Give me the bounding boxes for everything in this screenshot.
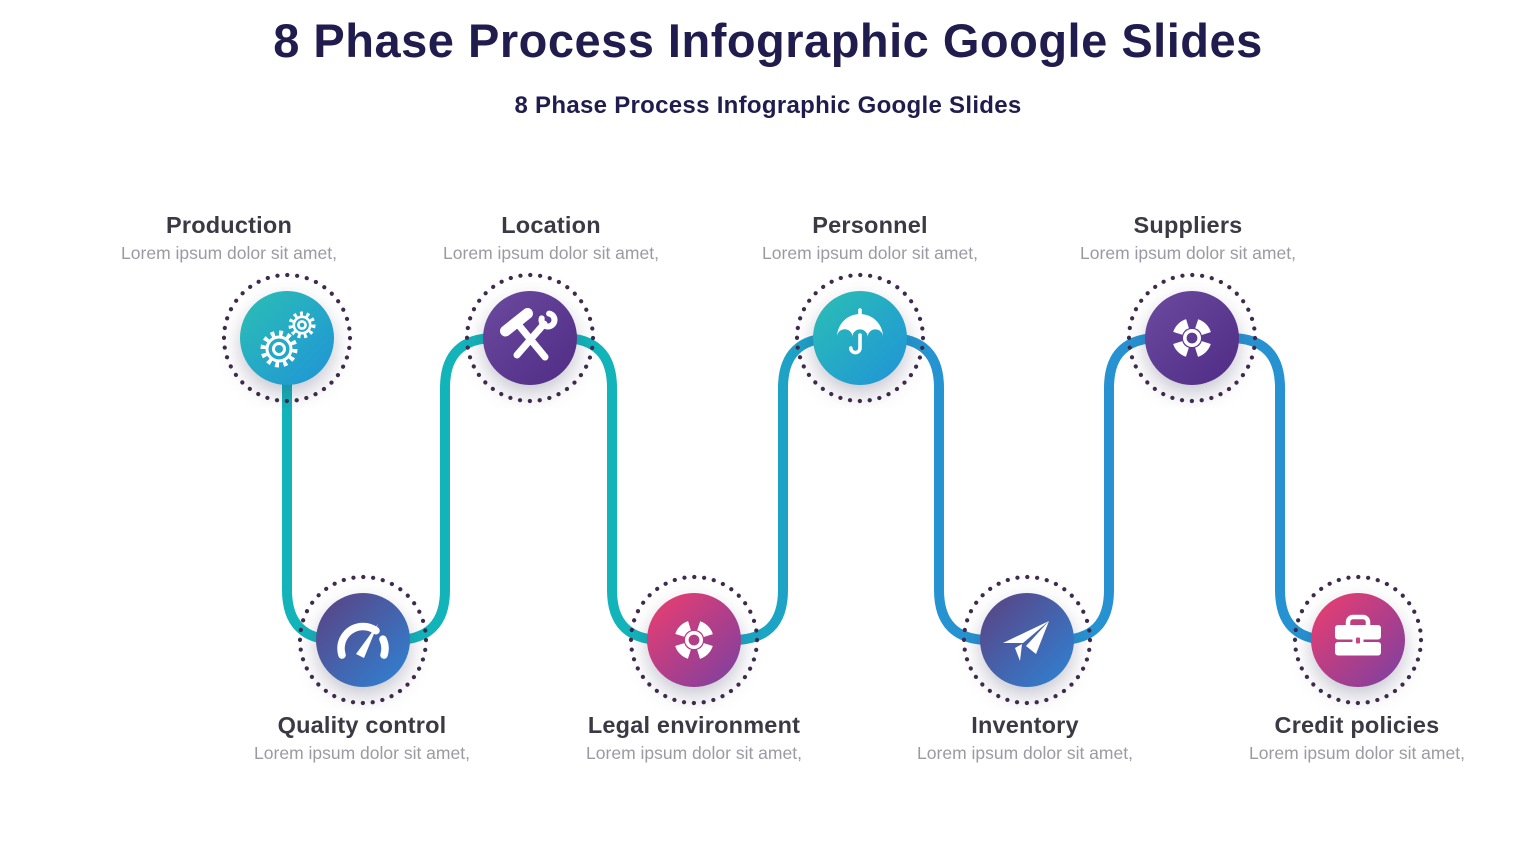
node-personnel-badge <box>794 272 926 404</box>
node-location-badge <box>464 272 596 404</box>
dotted-ring <box>1126 272 1258 404</box>
node-desc: Lorem ipsum dolor sit amet, <box>1080 243 1296 263</box>
node-title: Personnel <box>812 212 928 238</box>
node-inventory-text: Inventory Lorem ipsum dolor sit amet, <box>917 712 1133 764</box>
node-quality-control-badge <box>297 574 429 706</box>
node-production-text: Production Lorem ipsum dolor sit amet, <box>121 212 337 264</box>
node-desc: Lorem ipsum dolor sit amet, <box>762 243 978 263</box>
lifebuoy-icon <box>1172 318 1212 358</box>
node-circle <box>980 593 1074 687</box>
node-desc: Lorem ipsum dolor sit amet, <box>1249 743 1465 763</box>
dotted-ring <box>794 272 926 404</box>
dotted-ring <box>221 272 353 404</box>
dotted-ring <box>961 574 1093 706</box>
node-circle <box>647 593 741 687</box>
node-circle <box>316 593 410 687</box>
node-location-text: Location Lorem ipsum dolor sit amet, <box>443 212 659 264</box>
node-title: Legal environment <box>587 712 801 738</box>
dotted-ring <box>628 574 760 706</box>
node-circle <box>1145 291 1239 385</box>
node-desc: Lorem ipsum dolor sit amet, <box>917 743 1133 763</box>
node-title: Location <box>501 212 601 238</box>
node-personnel-text: Personnel Lorem ipsum dolor sit amet, <box>762 212 978 264</box>
dotted-ring <box>464 272 596 404</box>
node-quality-control-text: Quality control Lorem ipsum dolor sit am… <box>254 712 470 764</box>
hammer-wrench-icon <box>500 308 558 361</box>
node-title: Production <box>165 212 293 238</box>
node-desc: Lorem ipsum dolor sit amet, <box>254 743 470 763</box>
page-subtitle: 8 Phase Process Infographic Google Slide… <box>514 92 1022 120</box>
slide-header: 8 Phase Process Infographic Google Slide… <box>0 14 1536 120</box>
lifebuoy-icon <box>674 620 714 660</box>
node-title: Credit policies <box>1274 712 1440 738</box>
node-desc: Lorem ipsum dolor sit amet, <box>443 243 659 263</box>
node-legal-environment-badge <box>628 574 760 706</box>
node-title: Suppliers <box>1133 212 1243 238</box>
node-suppliers-badge <box>1126 272 1258 404</box>
dotted-ring <box>1292 574 1424 706</box>
paper-plane-icon <box>1003 621 1049 661</box>
node-title: Quality control <box>277 712 447 738</box>
umbrella-icon <box>837 308 883 355</box>
node-suppliers-text: Suppliers Lorem ipsum dolor sit amet, <box>1080 212 1296 264</box>
toolbox-icon <box>1335 614 1381 656</box>
node-legal-environment-text: Legal environment Lorem ipsum dolor sit … <box>586 712 802 764</box>
node-desc: Lorem ipsum dolor sit amet, <box>586 743 802 763</box>
node-title: Inventory <box>971 712 1079 738</box>
node-desc: Lorem ipsum dolor sit amet, <box>121 243 337 263</box>
node-production-badge <box>221 272 353 404</box>
speedometer-icon <box>337 622 389 659</box>
dotted-ring <box>297 574 429 706</box>
gears-icon <box>260 311 316 368</box>
node-credit-policies-text: Credit policies Lorem ipsum dolor sit am… <box>1249 712 1465 764</box>
page-title: 8 Phase Process Infographic Google Slide… <box>273 14 1263 67</box>
node-inventory-badge <box>961 574 1093 706</box>
node-credit-policies-badge <box>1292 574 1424 706</box>
